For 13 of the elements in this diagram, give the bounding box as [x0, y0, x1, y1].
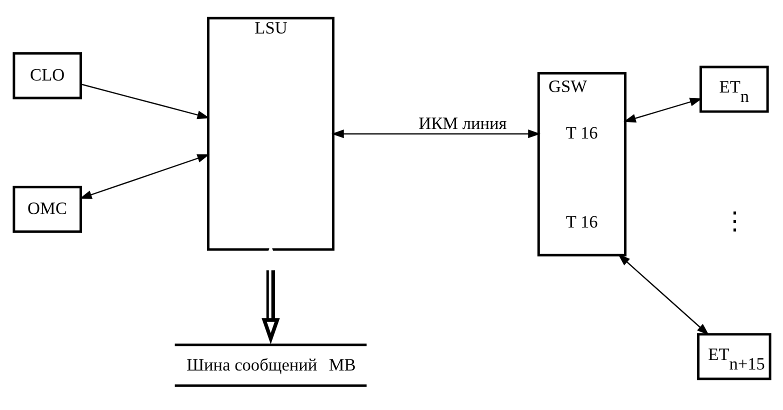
label: T 16: [565, 123, 598, 142]
arrow: [617, 254, 709, 336]
node-box: LSU: [206, 16, 334, 251]
arrow: [80, 84, 210, 120]
arrow: [622, 98, 702, 122]
edge-label: ИКМ линия: [418, 114, 506, 134]
node-box: OMC: [12, 186, 82, 233]
arrow: [330, 130, 540, 138]
arrow: [78, 154, 210, 199]
node-text: Шина сообщений МВ: [186, 355, 356, 374]
node-box: CLO: [12, 52, 82, 100]
label: ⋮: [722, 208, 747, 236]
label: T 16: [565, 212, 598, 232]
